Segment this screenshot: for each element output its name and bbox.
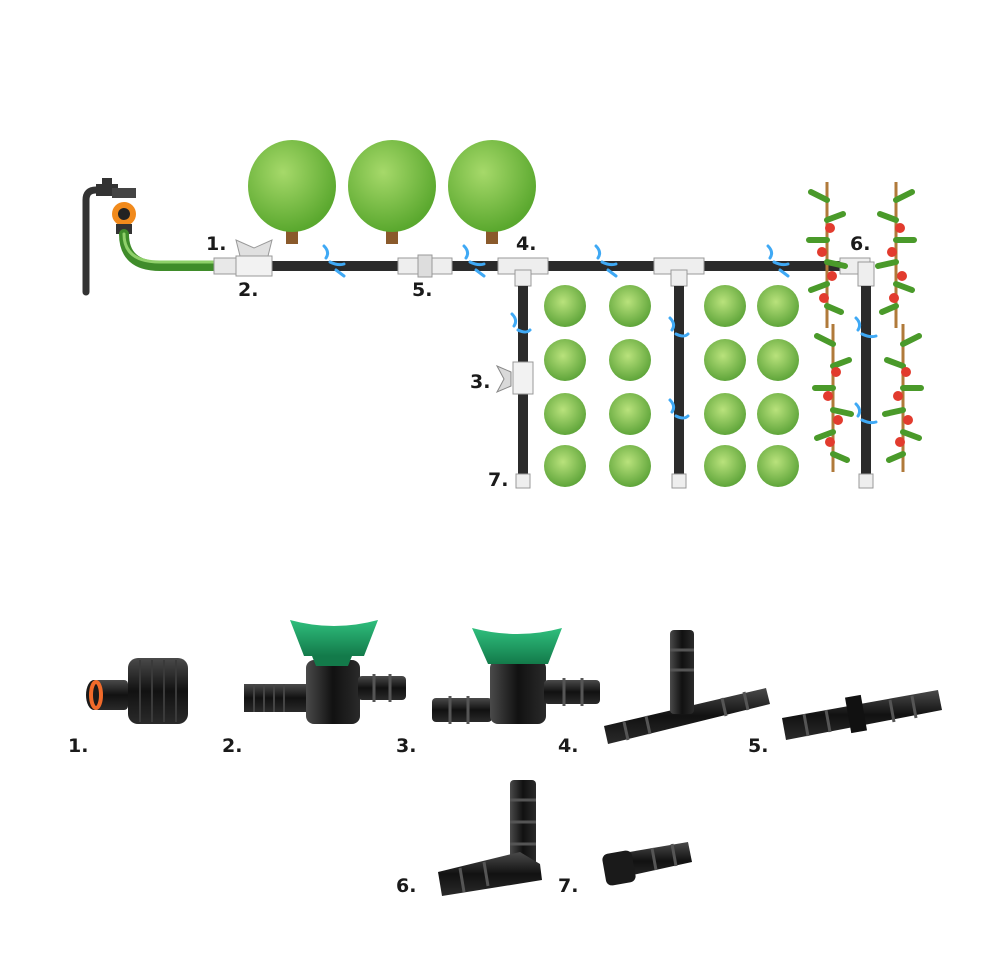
cabbage-icon [757, 393, 799, 435]
cabbage-icon [704, 339, 746, 381]
tree-icon [448, 140, 536, 244]
diagram-label-6: 6. [850, 233, 870, 255]
water-drip-icons [322, 244, 878, 425]
tee-fitting-1 [497, 257, 549, 287]
part-barbed-valve [432, 628, 600, 724]
cabbage-icon [544, 285, 586, 327]
part-threaded-valve [244, 620, 406, 724]
cabbage-icon [544, 393, 586, 435]
tee-fitting-2 [653, 257, 705, 287]
tomato-plant-icon [882, 324, 924, 472]
diagram-label-3: 3. [470, 371, 490, 393]
part-label-1: 1. [68, 735, 88, 757]
straight-connector-fitting [397, 254, 453, 278]
cabbage-icon [544, 445, 586, 487]
diagram-label-2: 2. [238, 279, 258, 301]
cabbage-icon [757, 285, 799, 327]
part-label-7: 7. [558, 875, 578, 897]
cabbage-icon [609, 285, 651, 327]
diagram-label-1: 1. [206, 233, 226, 255]
part-end-plug [602, 842, 692, 886]
hose-connector-and-valve [213, 239, 273, 277]
cabbage-icon [704, 285, 746, 327]
branch-pipe-3 [861, 286, 871, 482]
cabbage-icon [609, 393, 651, 435]
branch-pipe-2 [674, 286, 684, 482]
elbow-fitting [839, 257, 875, 287]
parts-catalog: 1. 2. 3. 4. 5. 6. 7. [68, 620, 942, 897]
part-tee-connector [604, 630, 770, 744]
water-faucet-icon [82, 178, 136, 296]
cabbage-icon [757, 445, 799, 487]
cabbage-icon [704, 445, 746, 487]
end-plug [671, 473, 687, 489]
part-elbow-connector [438, 780, 542, 896]
tomato-plant-icon [812, 324, 854, 472]
cabbage-icon [609, 445, 651, 487]
part-label-2: 2. [222, 735, 242, 757]
cabbage-icon [704, 393, 746, 435]
tomato-plant-icon [806, 182, 848, 328]
part-label-5: 5. [748, 735, 768, 757]
part-straight-coupler [782, 690, 942, 740]
tomato-plant-icon [875, 182, 917, 328]
diagram-label-4: 4. [516, 233, 536, 255]
part-label-3: 3. [396, 735, 416, 757]
diagram-label-5: 5. [412, 279, 432, 301]
tree-icon [248, 140, 336, 244]
cabbage-field [544, 285, 799, 487]
inline-valve-fitting [495, 361, 534, 395]
diagram-label-7: 7. [488, 469, 508, 491]
end-plug [515, 473, 531, 489]
cabbage-icon [544, 339, 586, 381]
cabbage-icon [757, 339, 799, 381]
cabbage-icon [609, 339, 651, 381]
part-label-4: 4. [558, 735, 578, 757]
part-hose-connector [86, 658, 188, 724]
garden-layout-diagram: 1. 2. 3. 4. 5. 6. 7. [82, 140, 924, 491]
end-plug [858, 473, 874, 489]
tree-icon [348, 140, 436, 244]
part-label-6: 6. [396, 875, 416, 897]
